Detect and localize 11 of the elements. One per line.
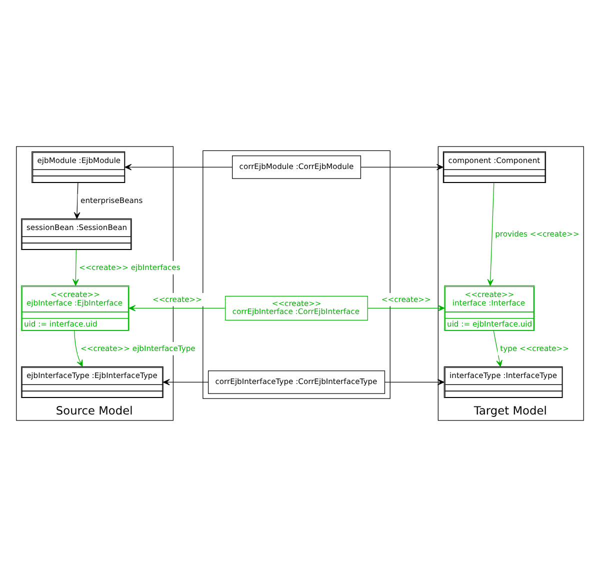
arrow [128,305,226,312]
arrow [360,164,444,170]
arrow [487,182,494,286]
arrow [367,305,445,312]
arrow [74,182,80,219]
arrow [74,330,83,367]
arrow [72,249,79,286]
arrow [384,379,444,386]
arrow [124,164,233,170]
arrow [162,379,209,386]
arrow [493,330,502,367]
